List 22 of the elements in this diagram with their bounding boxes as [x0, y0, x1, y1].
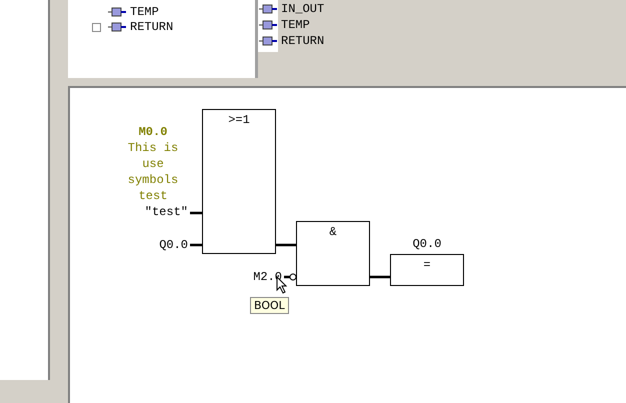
block-symbol: >=1: [228, 113, 250, 127]
operand-label: ″test″: [144, 204, 188, 220]
logic-block: [296, 221, 370, 286]
connection-line: [370, 276, 390, 278]
block-symbol: =: [423, 258, 431, 272]
block-symbol: &: [329, 225, 337, 239]
operand-label: Q0.0: [412, 237, 442, 251]
operand-label: Q0.0: [158, 237, 188, 253]
connection-line: [190, 212, 202, 214]
tree-item-label: TEMP: [130, 5, 159, 19]
logic-block: [202, 109, 276, 254]
symbol-address: M0.0: [138, 124, 168, 140]
logic-block: [390, 254, 464, 286]
tree-item-label: IN_OUT: [281, 2, 324, 16]
tooltip: BOOL: [250, 297, 289, 314]
connection-line: [190, 244, 202, 246]
negated-connection: [284, 274, 296, 280]
tree-item-label: TEMP: [281, 18, 310, 32]
symbol-comment: This is use symbols test: [126, 140, 180, 204]
tree-item-label: RETURN: [281, 34, 324, 48]
tree-item-label: RETURN: [130, 20, 174, 34]
connection-line: [276, 244, 296, 246]
